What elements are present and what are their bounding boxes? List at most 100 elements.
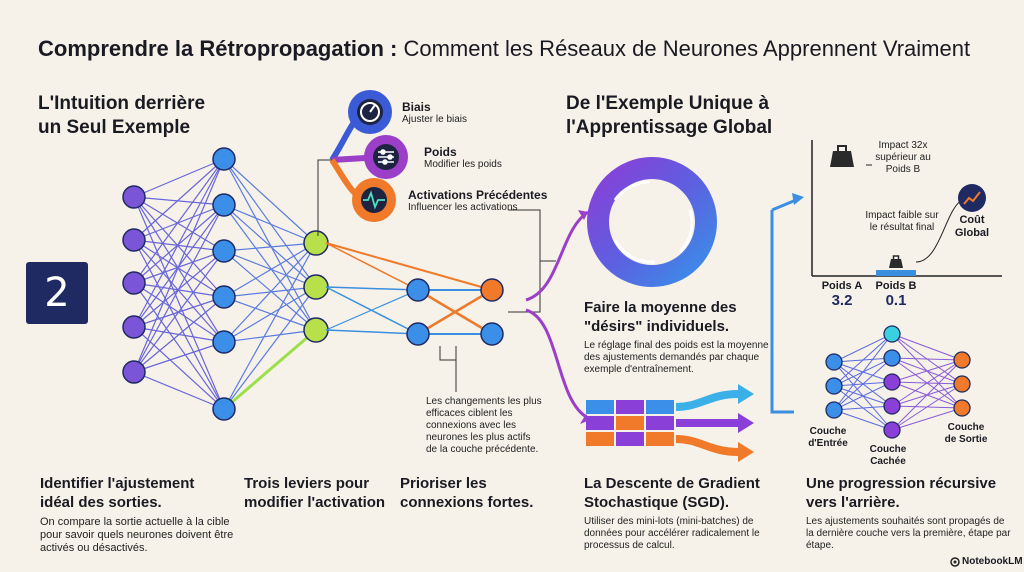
layer-hidden-label: Couche Cachée <box>869 444 907 467</box>
neuron-node <box>883 373 901 391</box>
neuron-node <box>212 193 236 217</box>
gauge-icon <box>369 104 376 113</box>
network-edge <box>833 357 893 411</box>
annotation-impact-high: Impact 32x supérieur au Poids B <box>875 140 931 175</box>
network-edge <box>891 333 963 361</box>
caption-progression: Une progression récursive vers l'arrière… <box>806 475 1011 551</box>
left-network-nodes <box>122 147 329 421</box>
bar-poids-b <box>876 270 916 276</box>
caption-sgd: La Descente de Gradient Stochastique (SG… <box>584 475 760 551</box>
network-edge <box>133 158 225 198</box>
network-edge <box>133 196 225 252</box>
neuron-node <box>212 147 236 171</box>
arrow-to-average <box>525 210 589 302</box>
network-edge <box>133 282 225 298</box>
layer-output-label: Couche de Sortie <box>944 422 988 445</box>
network-edge <box>223 242 317 298</box>
bar-label-b: Poids B 0.1 <box>875 280 917 309</box>
network-edge <box>133 196 225 206</box>
network-edge <box>133 250 225 373</box>
backprop-bracket <box>770 210 794 414</box>
network-edge <box>833 333 893 363</box>
network-edge <box>133 296 225 373</box>
network-edge <box>133 371 225 410</box>
neuron-node <box>122 185 146 209</box>
pulse-icon <box>363 190 385 210</box>
network-edge <box>133 204 225 241</box>
network-edge <box>133 158 225 284</box>
network-edge <box>133 204 225 373</box>
neuron-node <box>122 360 146 384</box>
network-edge <box>133 239 225 410</box>
caption-identify: Identifier l'ajustement idéal des sortie… <box>40 475 234 554</box>
network-edge <box>223 286 317 343</box>
neuron-node <box>883 397 901 415</box>
neuron-node <box>825 353 843 371</box>
lever-bias-label: Biais Ajuster le biais <box>402 100 468 125</box>
network-edge <box>133 158 225 241</box>
weight-icon-b <box>889 255 903 268</box>
network-edge <box>223 204 317 288</box>
neuron-node <box>825 401 843 419</box>
lever-weights-label: Poids Modifier les poids <box>424 145 502 170</box>
network-edge <box>133 341 225 373</box>
neuron-node <box>122 271 146 295</box>
network-edge <box>223 204 317 244</box>
neuron-node <box>212 397 236 421</box>
network-edge <box>133 239 225 343</box>
caption-levers: Trois leviers pour modifier l'activation <box>244 475 386 511</box>
left-network-edges <box>133 158 317 411</box>
network-edge-highlight <box>223 328 317 411</box>
network-edge <box>891 359 963 431</box>
title-rest: Comment les Réseaux de Neurones Apprenne… <box>397 36 971 61</box>
section-divider <box>508 209 556 313</box>
left-heading: L'Intuition derrière un Seul Exemple <box>38 93 206 138</box>
notebooklm-logo <box>950 557 960 567</box>
middle-heading: De l'Exemple Unique à l'Apprentissage Gl… <box>566 93 773 138</box>
right-network-nodes <box>825 325 971 439</box>
neuron-node <box>953 399 971 417</box>
caption-priority: Prioriser les connexions fortes. <box>400 475 534 511</box>
digit-input-box: 2 <box>26 262 88 324</box>
arrow-to-sgd <box>525 308 589 420</box>
network-edge <box>133 158 225 373</box>
right-network-edges <box>833 333 963 431</box>
neuron-node <box>953 351 971 369</box>
network-edge <box>133 196 225 343</box>
network-edge <box>223 242 317 343</box>
network-edge <box>223 158 317 331</box>
neuron-node <box>122 228 146 252</box>
network-edge <box>133 282 225 410</box>
neuron-node <box>303 274 329 300</box>
network-edge <box>133 326 225 410</box>
network-edge <box>223 329 317 343</box>
network-edge <box>223 242 317 410</box>
annotation-impact-low: Impact faible sur le résultat final <box>865 210 939 233</box>
network-edge <box>833 405 893 411</box>
network-edge <box>223 250 317 288</box>
layer-input-label: Couche d'Entrée <box>808 426 848 449</box>
lever-weights <box>364 135 408 179</box>
network-edge <box>223 204 317 331</box>
cost-label: Coût Global <box>954 214 990 239</box>
neuron-node <box>212 239 236 263</box>
network-edge <box>133 196 225 298</box>
footer-brand: NotebookLM <box>962 556 1023 567</box>
network-edge <box>133 239 225 298</box>
lever-activations <box>352 178 396 222</box>
network-edge <box>891 357 963 361</box>
lever-connector <box>317 159 332 236</box>
neuron-node <box>212 330 236 354</box>
neuron-node <box>122 315 146 339</box>
network-edge <box>223 158 317 288</box>
neuron-node <box>883 349 901 367</box>
network-edge <box>223 296 317 331</box>
neuron-node <box>883 421 901 439</box>
network-edge <box>891 359 963 407</box>
cost-icon <box>958 184 986 212</box>
network-edge <box>833 333 893 387</box>
network-edge <box>833 409 893 431</box>
minibatch-grid <box>586 384 754 462</box>
neuron-node <box>212 285 236 309</box>
network-edge <box>223 242 317 252</box>
